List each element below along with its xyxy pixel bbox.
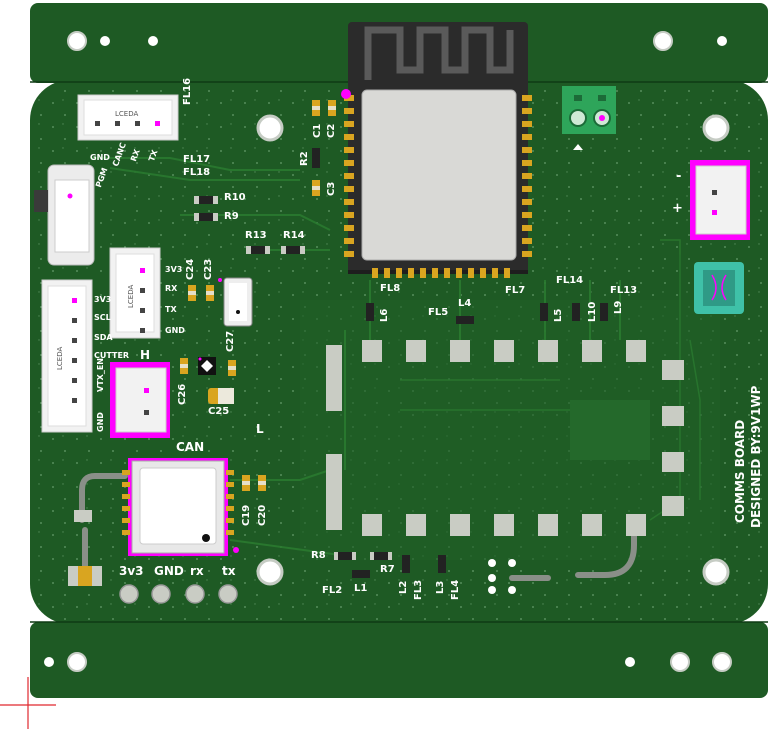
label-r2: R2 bbox=[299, 151, 310, 166]
label-c1: C1 bbox=[312, 123, 323, 138]
label-lceda-2: LCEDA bbox=[127, 284, 135, 308]
label-r7: R7 bbox=[380, 564, 395, 575]
label-sda: SDA bbox=[94, 333, 113, 342]
label-pin-tx: tx bbox=[222, 564, 236, 578]
esp32-module bbox=[341, 22, 532, 278]
can-connector bbox=[110, 362, 170, 438]
label-l3: L3 bbox=[435, 580, 446, 594]
smd-passives bbox=[68, 100, 608, 586]
label-fl4: FL4 bbox=[450, 579, 461, 600]
label-pin-gnd: GND bbox=[154, 564, 184, 578]
label-gnd-mid: GND bbox=[165, 326, 185, 335]
origin-marker bbox=[0, 677, 56, 729]
label-fl18: FL18 bbox=[183, 167, 211, 178]
label-r10: R10 bbox=[224, 192, 246, 203]
label-c3: C3 bbox=[326, 181, 337, 196]
label-lceda-1: LCEDA bbox=[115, 110, 139, 118]
label-c26: C26 bbox=[177, 383, 188, 405]
label-fl8: FL8 bbox=[380, 283, 401, 294]
terminal-block bbox=[562, 86, 616, 150]
label-3v3-left: 3V3 bbox=[94, 295, 112, 304]
label-fl14: FL14 bbox=[556, 275, 584, 286]
label-fl2: FL2 bbox=[322, 585, 343, 596]
label-pin-rx: rx bbox=[190, 564, 204, 578]
label-minus: - bbox=[676, 169, 682, 184]
mounting-holes bbox=[44, 31, 732, 672]
label-r14: R14 bbox=[283, 230, 305, 241]
label-pin-3v3: 3v3 bbox=[119, 564, 144, 578]
i2c-connector bbox=[109, 247, 161, 339]
power-connector bbox=[690, 160, 750, 240]
bottom-mount-tab bbox=[30, 622, 768, 698]
label-l5: L5 bbox=[553, 308, 564, 322]
label-r13: R13 bbox=[245, 230, 267, 241]
label-l1: L1 bbox=[354, 583, 368, 594]
label-c25: C25 bbox=[208, 406, 230, 417]
label-l10: L10 bbox=[587, 301, 598, 322]
label-c24: C24 bbox=[185, 258, 196, 280]
label-cutter: CUTTER bbox=[94, 351, 130, 360]
io-connector bbox=[41, 279, 93, 433]
label-c27: C27 bbox=[225, 330, 236, 352]
label-rx-mid: RX bbox=[165, 284, 178, 293]
uart-connector bbox=[77, 94, 179, 141]
label-c19: C19 bbox=[241, 504, 252, 526]
board-designer: DESIGNED BY:9V1WP bbox=[749, 385, 763, 528]
label-gnd-top: GND bbox=[90, 153, 110, 162]
board-title: COMMS BOARD bbox=[733, 419, 747, 523]
label-fl7: FL7 bbox=[505, 285, 526, 296]
label-r9: R9 bbox=[224, 211, 239, 222]
label-h: H bbox=[140, 348, 151, 362]
can-module bbox=[122, 458, 239, 556]
label-fl3: FL3 bbox=[413, 579, 424, 600]
header-pins bbox=[119, 559, 516, 604]
label-scl: SCL bbox=[94, 313, 111, 322]
label-l4: L4 bbox=[458, 298, 472, 309]
label-l2: L2 bbox=[398, 580, 409, 594]
label-gnd-left: GND bbox=[96, 412, 105, 432]
label-c23: C23 bbox=[203, 258, 214, 280]
label-fl5: FL5 bbox=[428, 307, 449, 318]
sensor-chip bbox=[198, 277, 253, 375]
label-fl17: FL17 bbox=[183, 154, 211, 165]
label-3v3-mid: 3V3 bbox=[165, 265, 183, 274]
label-l9: L9 bbox=[613, 300, 624, 314]
rf-pads bbox=[326, 340, 684, 536]
label-c20: C20 bbox=[257, 504, 268, 526]
label-tx-mid: TX bbox=[165, 305, 177, 314]
label-r8: R8 bbox=[311, 550, 326, 561]
label-lceda-3: LCEDA bbox=[56, 346, 64, 370]
label-l: L bbox=[256, 422, 264, 436]
label-can: CAN bbox=[176, 440, 205, 454]
label-plus: + bbox=[672, 201, 683, 216]
antenna-connector bbox=[694, 262, 744, 314]
label-c2: C2 bbox=[326, 123, 337, 138]
label-l6: L6 bbox=[379, 308, 390, 322]
pgm-switch bbox=[34, 164, 95, 266]
label-vtx-en: VTX_EN bbox=[96, 358, 105, 392]
label-fl16: FL16 bbox=[182, 77, 193, 105]
label-fl13: FL13 bbox=[610, 285, 638, 296]
